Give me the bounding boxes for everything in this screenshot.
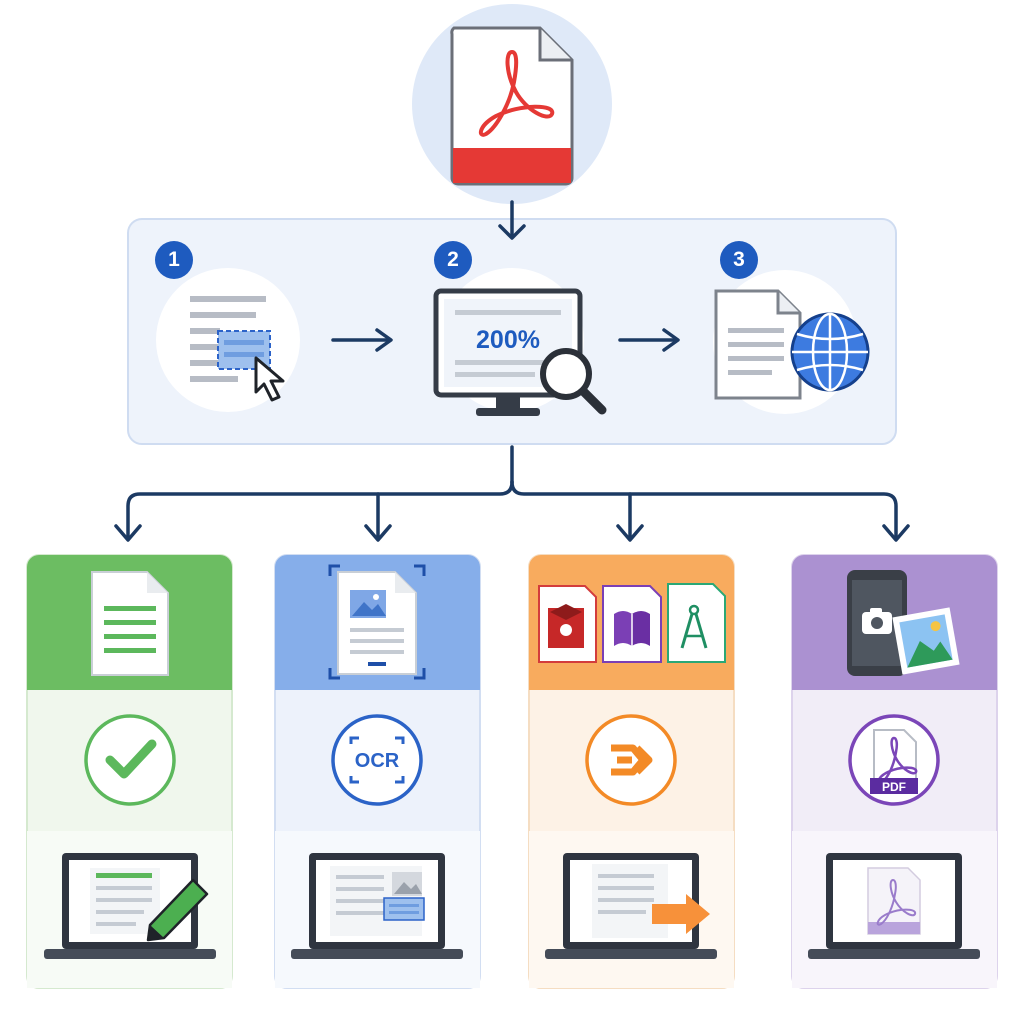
step1-illustration (156, 268, 300, 412)
academic-file-icon (538, 585, 597, 663)
scan-document-icon (328, 564, 426, 680)
pdf-badge-text: PDF (882, 780, 906, 794)
camera-icon (862, 608, 892, 634)
ebook-file-icon (602, 585, 662, 663)
document-icon (714, 289, 802, 400)
cad-file-icon (667, 583, 726, 663)
column-scan-to-pdf: PDF (791, 554, 998, 989)
step3-illustration (713, 270, 870, 414)
column-edit (26, 554, 233, 989)
check-icon (84, 714, 176, 806)
pdf-file-icon (450, 26, 574, 186)
file-formats-icon (538, 583, 726, 663)
step-2-badge: 2 (434, 241, 472, 279)
laptop-icon (808, 853, 980, 959)
zoom-label: 200% (476, 326, 540, 354)
ocr-badge-text: OCR (355, 750, 400, 772)
magnifier-icon (540, 348, 607, 415)
laptop-icon (291, 853, 463, 959)
connectors (114, 200, 910, 542)
globe-icon (790, 312, 870, 392)
laptop-icon (545, 853, 717, 959)
pencil-icon (146, 878, 209, 942)
ocr-icon: OCR (331, 714, 423, 806)
column-ocr: OCR (274, 554, 481, 989)
step-1-badge: 1 (155, 241, 193, 279)
step-3-badge: 3 (720, 241, 758, 279)
photo-icon (892, 607, 960, 675)
step2-illustration (433, 268, 607, 416)
pdf-source (412, 4, 612, 204)
arrow-right-icon (652, 894, 710, 934)
convert-icon (585, 714, 677, 806)
cursor-icon (254, 356, 285, 402)
column-convert (528, 554, 735, 989)
pdf-badge-icon: PDF (848, 714, 940, 806)
document-icon (91, 571, 169, 676)
